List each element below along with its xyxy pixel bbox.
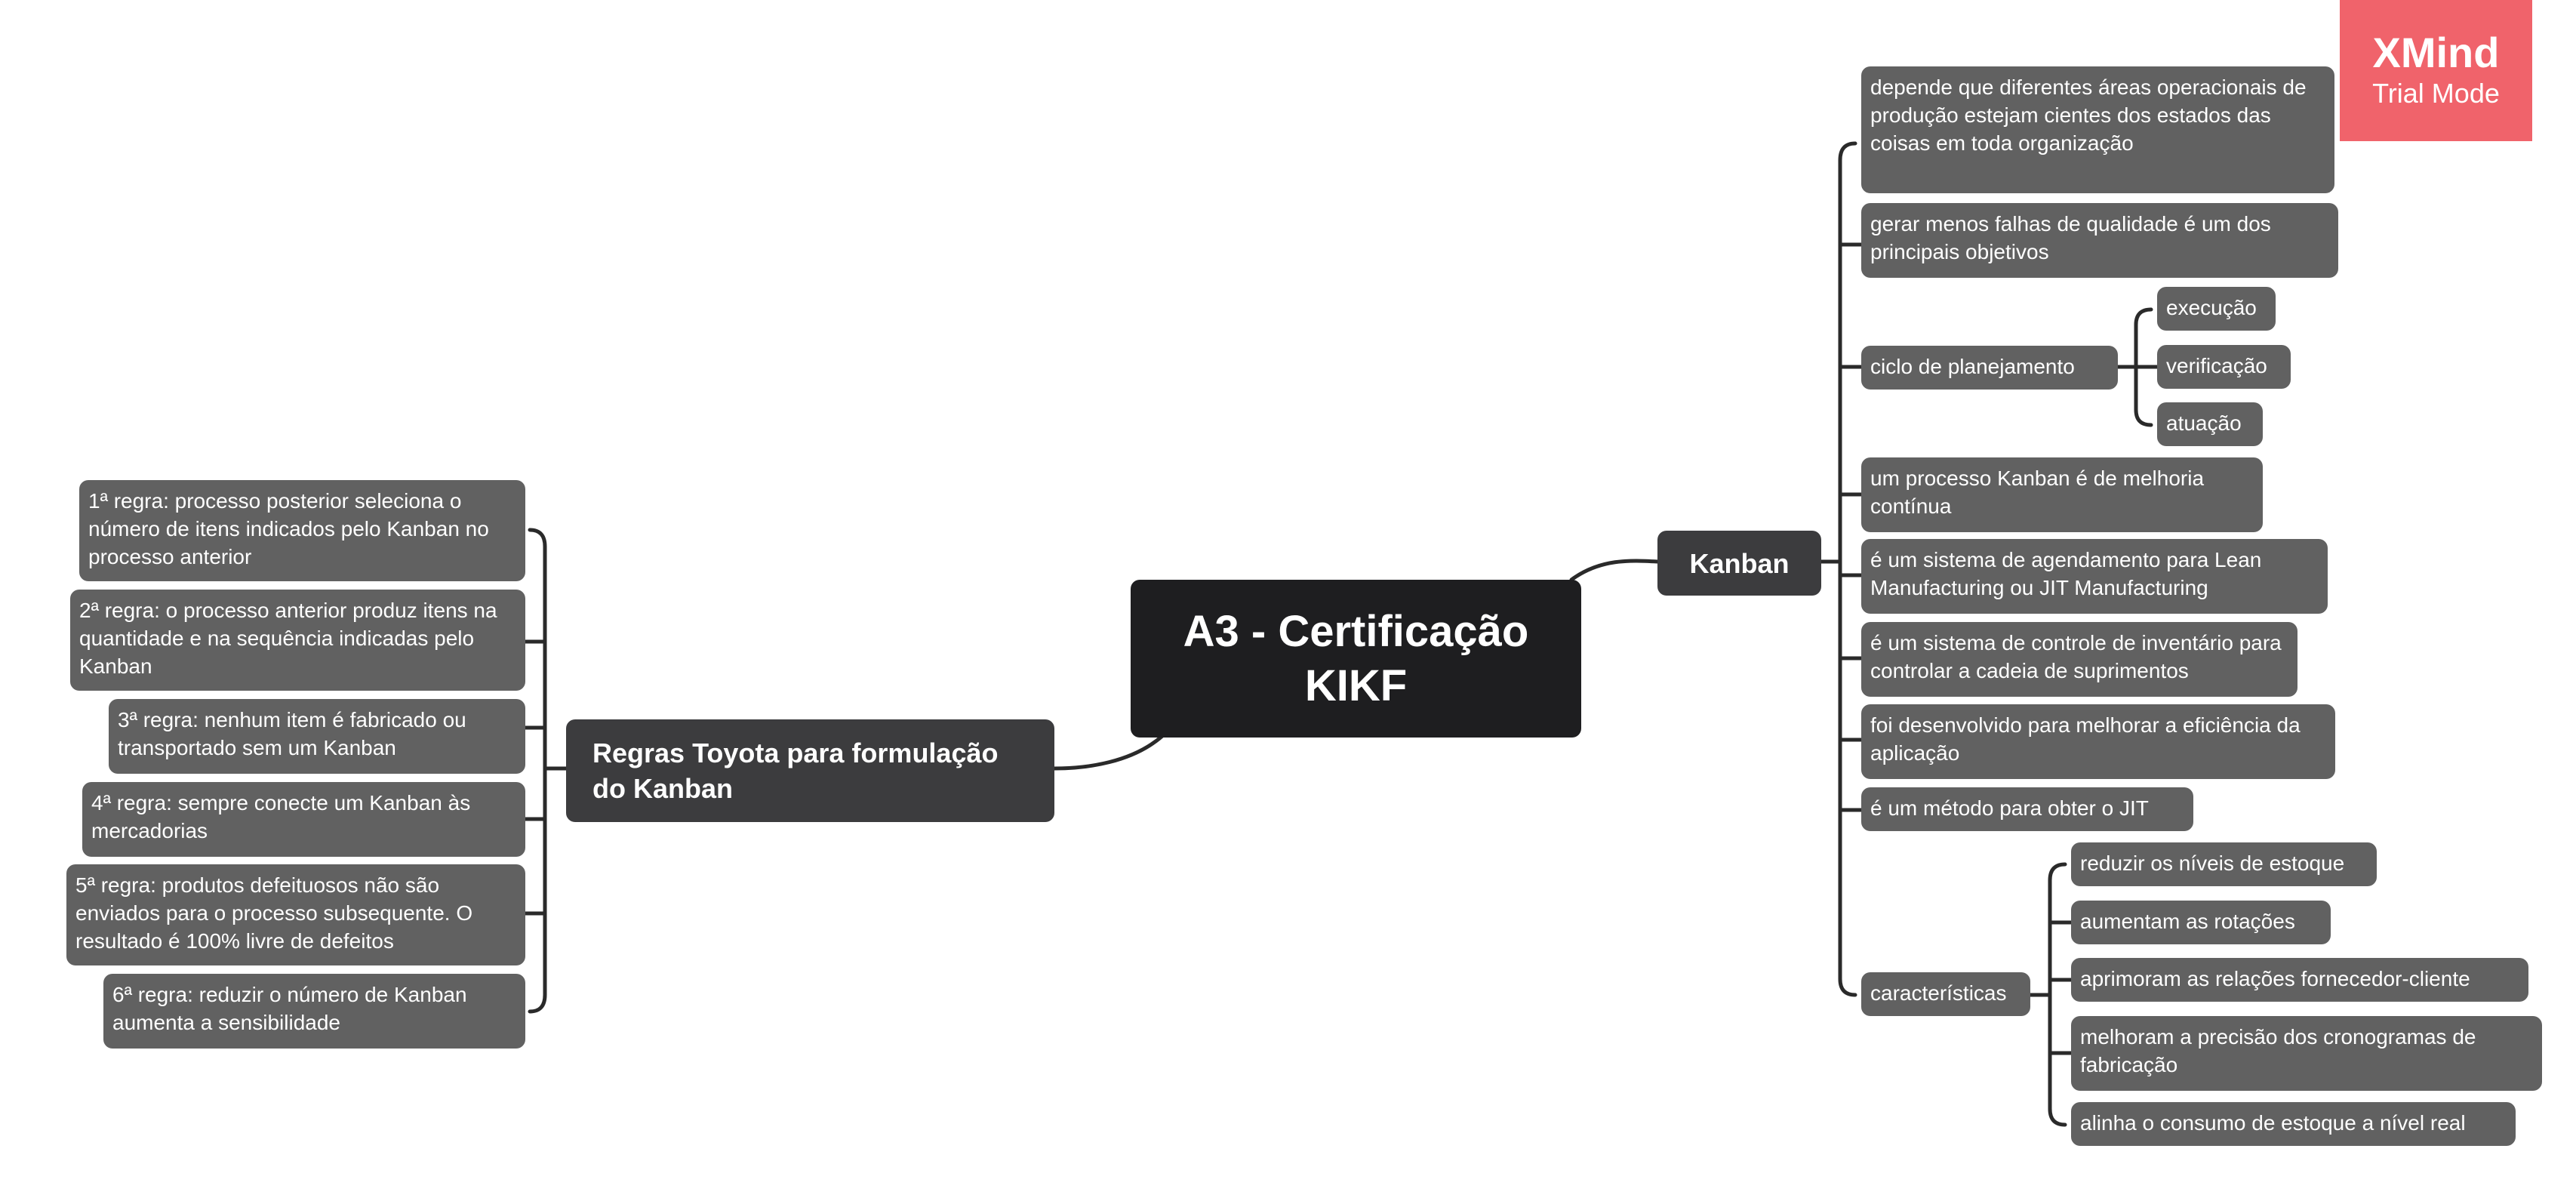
connector-central-kanban bbox=[1569, 559, 1660, 582]
regra-item-3[interactable]: 3ª regra: nenhum item é fabricado ou tra… bbox=[109, 699, 525, 774]
central-topic[interactable]: A3 - Certificação KIKF bbox=[1131, 580, 1581, 738]
caracteristica-item-consumo-estoque[interactable]: alinha o consumo de estoque a nível real bbox=[2071, 1102, 2516, 1146]
kanban-item-melhoria-continua[interactable]: um processo Kanban é de melhoria contínu… bbox=[1861, 457, 2263, 532]
kanban-item-eficiencia-aplicacao[interactable]: foi desenvolvido para melhorar a eficiên… bbox=[1861, 704, 2335, 779]
kanban-item-diferentes-areas[interactable]: depende que diferentes áreas operacionai… bbox=[1861, 66, 2334, 193]
ciclo-item-execucao[interactable]: execução bbox=[2157, 287, 2276, 331]
connector-ciclo-branches bbox=[2134, 307, 2159, 427]
xmind-trial-badge: XMind Trial Mode bbox=[2340, 0, 2532, 141]
caracteristica-item-rotacoes[interactable]: aumentam as rotações bbox=[2071, 901, 2331, 944]
regra-item-2[interactable]: 2ª regra: o processo anterior produz ite… bbox=[70, 590, 525, 691]
caracteristica-item-fornecedor-cliente[interactable]: aprimoram as relações fornecedor-cliente bbox=[2071, 958, 2528, 1002]
trial-mode-label: Trial Mode bbox=[2372, 78, 2500, 109]
connector-kanban-trunk bbox=[1838, 141, 1857, 997]
xmind-brand-label: XMind bbox=[2372, 29, 2500, 76]
regra-item-6[interactable]: 6ª regra: reduzir o número de Kanban aum… bbox=[103, 974, 525, 1049]
ciclo-item-verificacao[interactable]: verificação bbox=[2157, 345, 2291, 389]
regra-item-1[interactable]: 1ª regra: processo posterior seleciona o… bbox=[79, 480, 525, 581]
connector-central-regras bbox=[1052, 734, 1165, 771]
caracteristica-item-niveis-estoque[interactable]: reduzir os níveis de estoque bbox=[2071, 842, 2377, 886]
regra-item-5[interactable]: 5ª regra: produtos defeituosos não são e… bbox=[66, 864, 525, 965]
kanban-item-agendamento-lean[interactable]: é um sistema de agendamento para Lean Ma… bbox=[1861, 539, 2328, 614]
topic-kanban[interactable]: Kanban bbox=[1657, 531, 1821, 596]
kanban-item-falhas-qualidade[interactable]: gerar menos falhas de qualidade é um dos… bbox=[1861, 203, 2338, 278]
kanban-item-controle-inventario[interactable]: é um sistema de controle de inventário p… bbox=[1861, 622, 2297, 697]
caracteristica-item-cronogramas[interactable]: melhoram a precisão dos cronogramas de f… bbox=[2071, 1016, 2542, 1091]
connector-regras-branches bbox=[523, 528, 547, 1014]
kanban-item-caracteristicas[interactable]: características bbox=[1861, 972, 2030, 1016]
connector-kanban-branches bbox=[1838, 242, 1864, 812]
kanban-item-metodo-jit[interactable]: é um método para obter o JIT bbox=[1861, 787, 2193, 831]
regra-item-4[interactable]: 4ª regra: sempre conecte um Kanban às me… bbox=[82, 782, 525, 857]
kanban-item-ciclo-planejamento[interactable]: ciclo de planejamento bbox=[1861, 346, 2118, 390]
connector-caracteristicas-branches bbox=[2048, 862, 2073, 1127]
topic-regras-toyota[interactable]: Regras Toyota para formulação do Kanban bbox=[566, 719, 1054, 822]
ciclo-item-atuacao[interactable]: atuação bbox=[2157, 402, 2263, 446]
